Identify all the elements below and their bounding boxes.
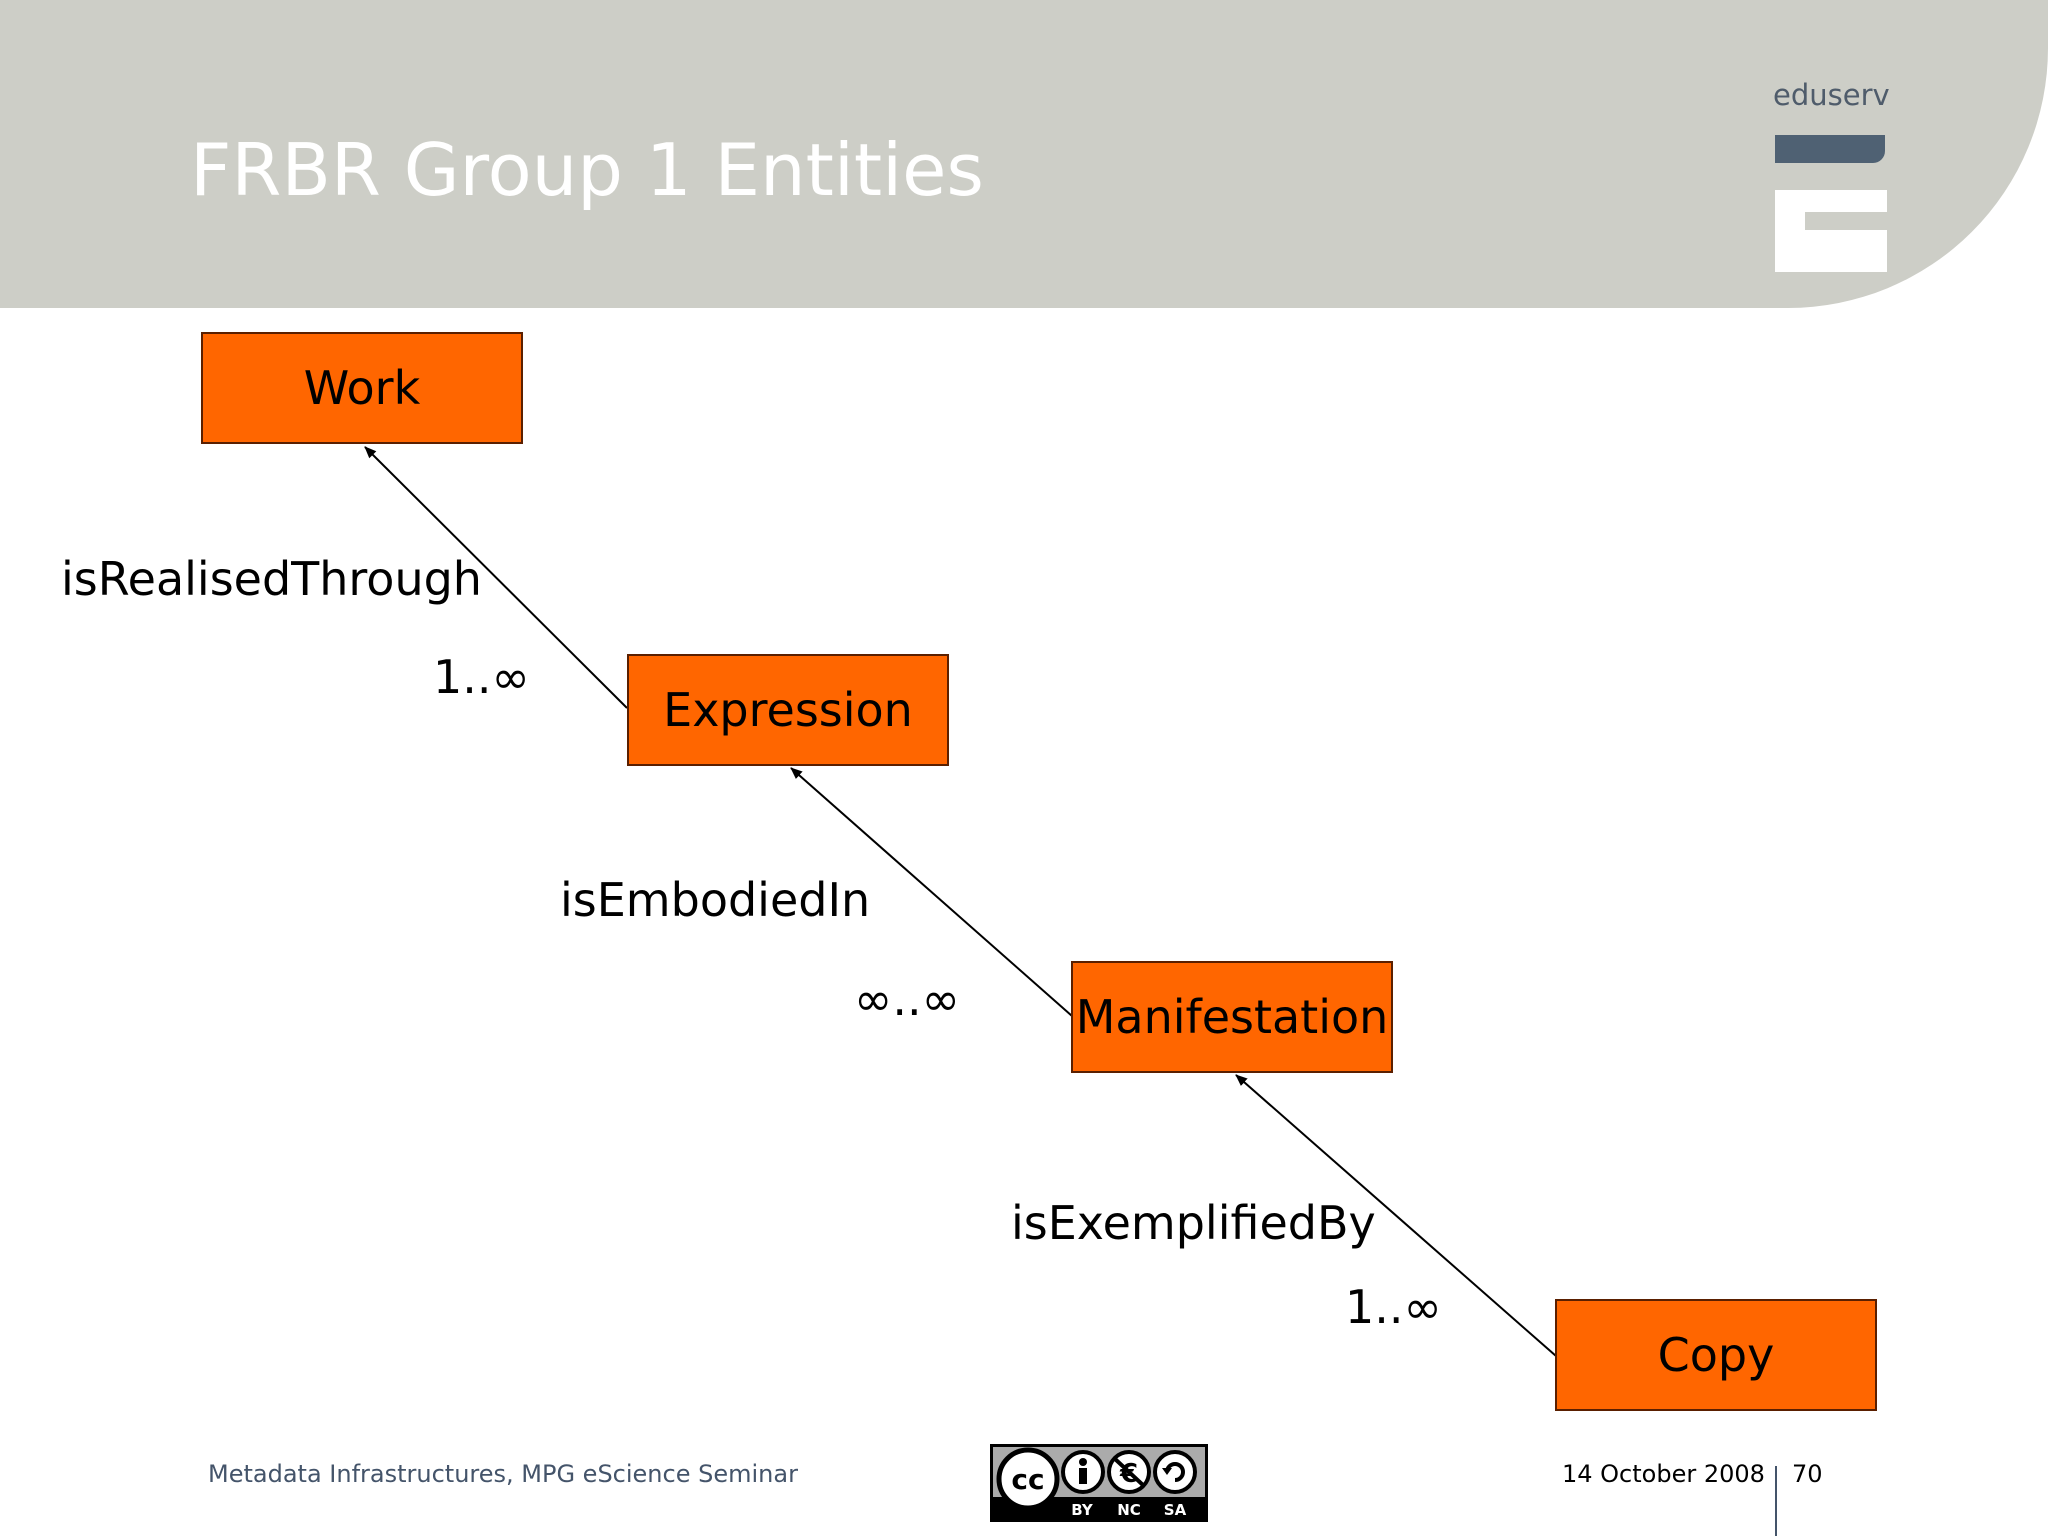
header-band xyxy=(0,0,2048,308)
footer-event: Metadata Infrastructures, MPG eScience S… xyxy=(208,1460,798,1488)
arrow-copy-to-manifestation xyxy=(1235,1074,1557,1357)
cardinality-label: ∞..∞ xyxy=(854,972,960,1026)
cardinality-label: 1..∞ xyxy=(433,650,530,704)
footer-divider xyxy=(1775,1466,1777,1536)
slide-title: FRBR Group 1 Entities xyxy=(190,128,984,212)
entity-manifestation: Manifestation xyxy=(1071,961,1393,1073)
page-number: 70 xyxy=(1792,1460,1823,1488)
brand-logo-text: eduserv xyxy=(1773,78,1890,112)
footer-date: 14 October 2008 xyxy=(1562,1460,1765,1488)
svg-text:cc: cc xyxy=(1011,1463,1044,1496)
cc-by-nc-sa-icon: cc € BY NC SA xyxy=(990,1444,1208,1522)
arrow-expression-to-work xyxy=(364,446,628,709)
brand-logo-bar xyxy=(1775,135,1885,163)
relation-label: isExemplifiedBy xyxy=(1011,1196,1376,1250)
license-term: SA xyxy=(1164,1501,1187,1519)
cardinality-label: 1..∞ xyxy=(1345,1280,1442,1334)
entity-copy: Copy xyxy=(1555,1299,1877,1411)
entity-expression: Expression xyxy=(627,654,949,766)
relation-label: isEmbodiedIn xyxy=(560,873,871,927)
license-term: NC xyxy=(1117,1501,1141,1519)
brand-logo-icon xyxy=(1775,190,1887,272)
relation-label: isRealisedThrough xyxy=(61,552,482,606)
license-term: BY xyxy=(1071,1501,1094,1519)
arrow-manifestation-to-expression xyxy=(790,767,1073,1017)
entity-work: Work xyxy=(201,332,523,444)
